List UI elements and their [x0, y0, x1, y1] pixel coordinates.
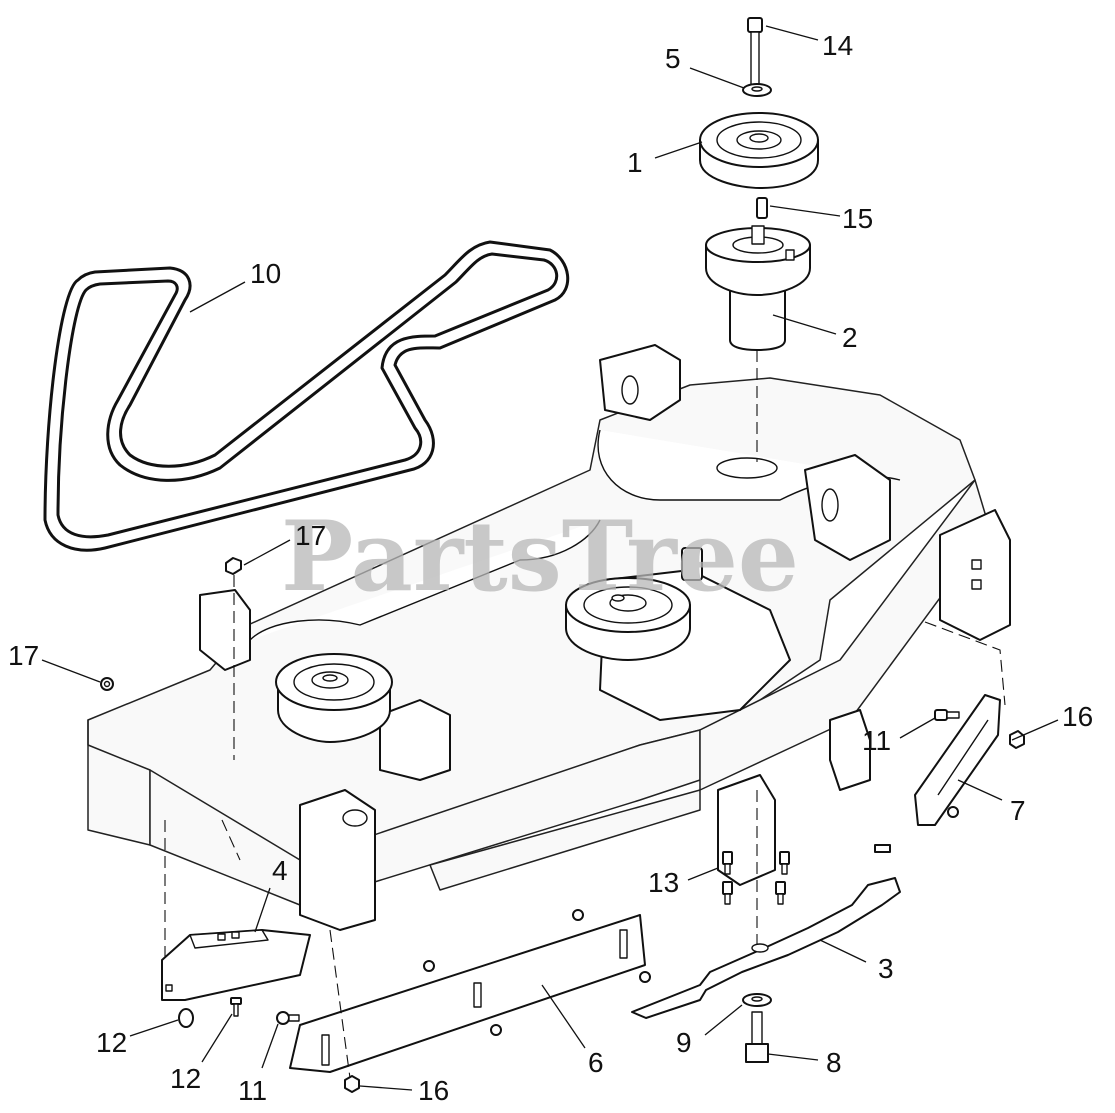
baffle-plate-part-6 [289, 909, 651, 1073]
callout-9: 9 [676, 1027, 692, 1058]
spindle-stack [699, 17, 819, 462]
drive-belt-part-10 [43, 240, 570, 552]
callout-13: 13 [648, 867, 679, 898]
callout-11-left: 11 [238, 1075, 267, 1106]
blade-part-3 [631, 877, 901, 1019]
callout-10: 10 [250, 258, 281, 289]
callout-12-b: 12 [170, 1063, 201, 1094]
spindle-pulley-left [275, 653, 393, 743]
mower-deck-housing [87, 344, 1011, 931]
deflector-part-4 [161, 929, 311, 1001]
callout-8: 8 [826, 1047, 842, 1078]
leader-lines [41, 25, 1059, 1091]
callout-2: 2 [842, 322, 858, 353]
bolt-part-12-a [178, 1008, 194, 1028]
nut-part-16-left [344, 1075, 360, 1093]
pulley-part-1 [699, 112, 819, 189]
callout-4: 4 [272, 855, 288, 886]
nut-part-17-upper [225, 557, 242, 760]
bolt-part-8 [745, 1011, 769, 1063]
callout-14: 14 [822, 30, 853, 61]
bolts-part-13 [722, 851, 790, 905]
callout-6: 6 [588, 1047, 604, 1078]
callout-labels: 14 5 1 15 10 2 17 17 16 11 7 13 4 3 6 9 … [8, 30, 1093, 1106]
bolt-part-11-left [276, 1011, 300, 1025]
bolt-shank-part-14 [750, 31, 760, 89]
bolt-part-11-right [934, 709, 960, 721]
callout-15: 15 [842, 203, 873, 234]
callout-16-left: 16 [418, 1075, 449, 1106]
watermark-logo: PartsTree [281, 500, 799, 613]
callout-17-lower: 17 [8, 640, 39, 671]
callout-11-right: 11 [862, 725, 891, 756]
callout-3: 3 [878, 953, 894, 984]
bolt-part-12-b [230, 997, 242, 1017]
chute-plate-part-7 [874, 694, 1001, 853]
bolt-head-part-14 [747, 17, 763, 33]
callout-12-a: 12 [96, 1027, 127, 1058]
callout-7: 7 [1010, 795, 1026, 826]
key-part-15 [756, 197, 768, 219]
callout-1: 1 [627, 147, 643, 178]
nut-part-17-lower [100, 677, 114, 691]
callout-17-upper: 17 [295, 520, 326, 551]
idler-pulley-center [565, 577, 691, 661]
spindle-housing-part-2 [705, 225, 811, 351]
callout-16-right: 16 [1062, 701, 1093, 732]
callout-5: 5 [665, 43, 681, 74]
washer-part-9 [742, 993, 772, 1007]
nut-part-16-right [1009, 730, 1025, 749]
